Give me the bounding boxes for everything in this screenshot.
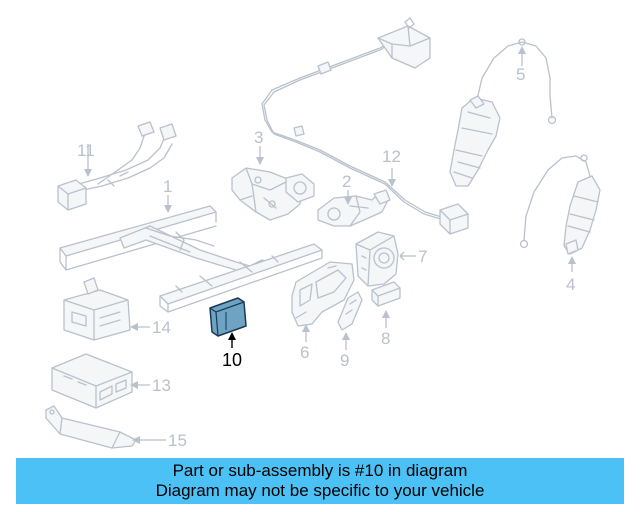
- part-5-motor-cable[interactable]: [449, 38, 557, 187]
- part-6-side-panel[interactable]: [291, 261, 355, 327]
- callout-14: 14: [152, 318, 171, 337]
- callout-3: 3: [254, 128, 263, 147]
- callout-11: 11: [77, 141, 95, 160]
- callout-arrowheads: [84, 46, 576, 444]
- callout-2: 2: [342, 172, 351, 191]
- callout-13: 13: [152, 376, 171, 395]
- part-9-knob[interactable]: [337, 291, 363, 331]
- callout-12: 12: [382, 147, 401, 166]
- callout-15: 15: [168, 431, 187, 450]
- callout-7: 7: [418, 247, 427, 266]
- part-4-motor-cable[interactable]: [519, 154, 601, 255]
- part-2-motor[interactable]: [317, 189, 391, 227]
- part-12-harness[interactable]: [261, 17, 469, 235]
- part-8-button[interactable]: [371, 281, 401, 307]
- part-13-control-module[interactable]: [51, 353, 133, 409]
- info-banner: Part or sub-assembly is #10 in diagram D…: [16, 458, 624, 504]
- callout-6: 6: [300, 343, 309, 362]
- callout-8: 8: [381, 329, 390, 348]
- part-7-switch[interactable]: [355, 231, 399, 287]
- callout-10-leader: [228, 332, 236, 348]
- callout-10: 10: [222, 350, 242, 370]
- part-11-harness[interactable]: [57, 121, 177, 211]
- callout-4: 4: [566, 275, 575, 294]
- part-15-shield[interactable]: [45, 405, 137, 449]
- callout-5: 5: [516, 65, 525, 84]
- callout-1: 1: [163, 177, 172, 196]
- part-3-bracket-motor[interactable]: [231, 167, 315, 221]
- banner-line-1: Part or sub-assembly is #10 in diagram: [172, 461, 468, 480]
- part-14-module-bracket[interactable]: [63, 277, 131, 341]
- callout-9: 9: [340, 351, 349, 370]
- part-1-seat-track[interactable]: [59, 205, 323, 313]
- banner-line-2: Diagram may not be specific to your vehi…: [155, 481, 485, 500]
- part-10-cover-highlighted[interactable]: [209, 297, 247, 337]
